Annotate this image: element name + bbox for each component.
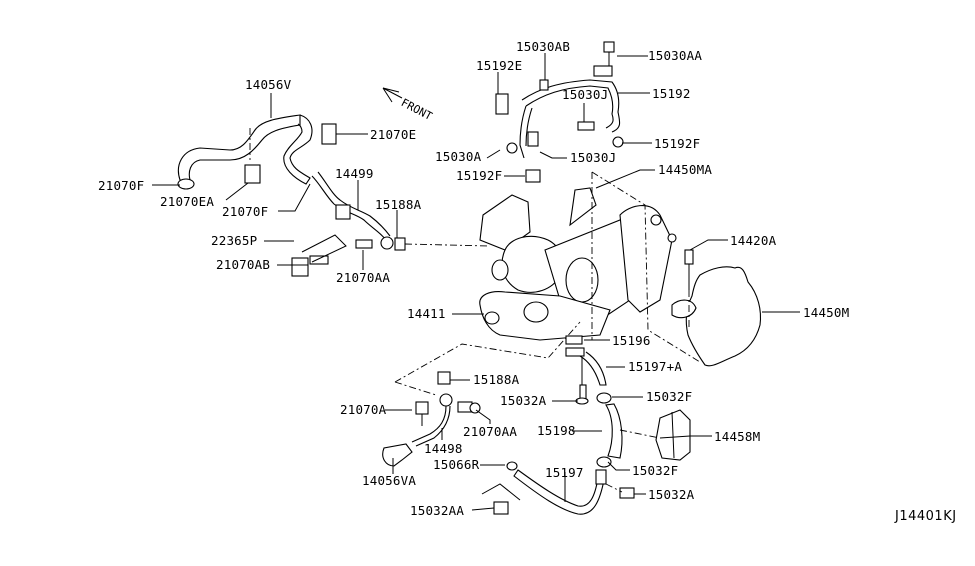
heat-shield-14458m [655,409,691,461]
part-label-15030a-top[interactable]: 15030A [435,149,482,164]
part-label-15192e[interactable]: 15192E [476,58,523,73]
part-label-15198[interactable]: 15198 [537,423,576,438]
part-label-15032f[interactable]: 15032F [632,463,679,478]
part-label-21070ab[interactable]: 21070AB [216,257,271,272]
part-label-15032f-top[interactable]: 15032F [646,389,693,404]
part-label-14056va[interactable]: 14056VA [362,473,417,488]
diagram-code: J14401KJ [895,509,957,524]
part-label-21070f-left[interactable]: 21070F [98,178,145,193]
part-label-15188a-top[interactable]: 15188A [375,197,422,212]
heat-shield-14450ma-outline [591,171,701,363]
part-label-15192f[interactable]: 15192F [456,168,503,183]
part-label-22365p[interactable]: 22365P [211,233,258,248]
part-label-14420a[interactable]: 14420A [730,233,777,248]
part-label-14450ma[interactable]: 14450MA [658,162,713,177]
part-label-21070a[interactable]: 21070A [340,402,387,417]
part-label-15188a[interactable]: 15188A [473,372,520,387]
hose-14056v [177,114,337,190]
part-label-15032aa[interactable]: 15032AA [410,503,465,518]
part-label-15032a[interactable]: 15032A [648,487,695,502]
part-label-15066r[interactable]: 15066R [433,457,480,472]
part-label-21070ea[interactable]: 21070EA [160,194,215,209]
part-label-14056v[interactable]: 14056V [245,77,292,92]
turbocharger-body [479,187,677,341]
oil-pipe-15192 [495,41,624,183]
part-label-14411[interactable]: 14411 [407,306,446,321]
part-label-15192[interactable]: 15192 [652,86,691,101]
part-label-14498[interactable]: 14498 [424,441,463,456]
part-label-21070e[interactable]: 21070E [370,127,417,142]
part-label-21070f[interactable]: 21070F [222,204,269,219]
leader-lines [152,53,800,511]
part-label-14458m[interactable]: 14458M [714,429,761,444]
front-arrow-icon [382,87,403,103]
part-label-15030j-top[interactable]: 15030J [562,87,609,102]
part-label-15192f-right[interactable]: 15192F [654,136,701,151]
guide-lines-lower [394,321,581,396]
part-label-14450m[interactable]: 14450M [803,305,850,320]
pipe-14498 [382,371,481,467]
part-label-15197a[interactable]: 15197+A [628,359,683,374]
heat-shield-14450m [671,249,762,367]
part-label-21070aa-top[interactable]: 21070AA [336,270,391,285]
part-label-15196[interactable]: 15196 [612,333,651,348]
part-label-15032a-mid[interactable]: 15032A [500,393,547,408]
pipe-14499 [291,171,491,277]
part-label-15030ab[interactable]: 15030AB [516,39,571,54]
part-label-15030aa[interactable]: 15030AA [648,48,703,63]
part-label-21070aa[interactable]: 21070AA [463,424,518,439]
part-label-15197[interactable]: 15197 [545,465,584,480]
part-label-14499[interactable]: 14499 [335,166,374,181]
part-label-15030j[interactable]: 15030J [570,150,617,165]
oil-return-pipes [481,335,661,515]
